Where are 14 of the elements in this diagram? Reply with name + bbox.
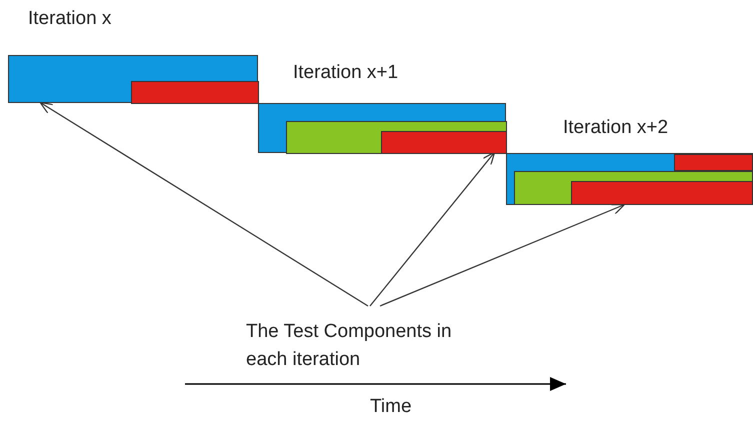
arrow <box>370 152 496 306</box>
test-component-bar <box>131 81 259 104</box>
test-component-bar <box>674 154 753 171</box>
arrow <box>40 102 368 306</box>
test-component-bar <box>571 181 753 205</box>
callout-text: The Test Components in each iteration <box>246 318 476 374</box>
iteration-title: Iteration x+1 <box>293 62 398 84</box>
iteration-title: Iteration x <box>28 8 112 30</box>
iteration-title: Iteration x+2 <box>563 117 668 139</box>
arrow <box>380 204 626 307</box>
test-component-bar <box>381 131 507 154</box>
axis-label: Time <box>370 396 412 418</box>
test-component-bar <box>286 121 507 154</box>
test-component-bar <box>514 171 753 205</box>
